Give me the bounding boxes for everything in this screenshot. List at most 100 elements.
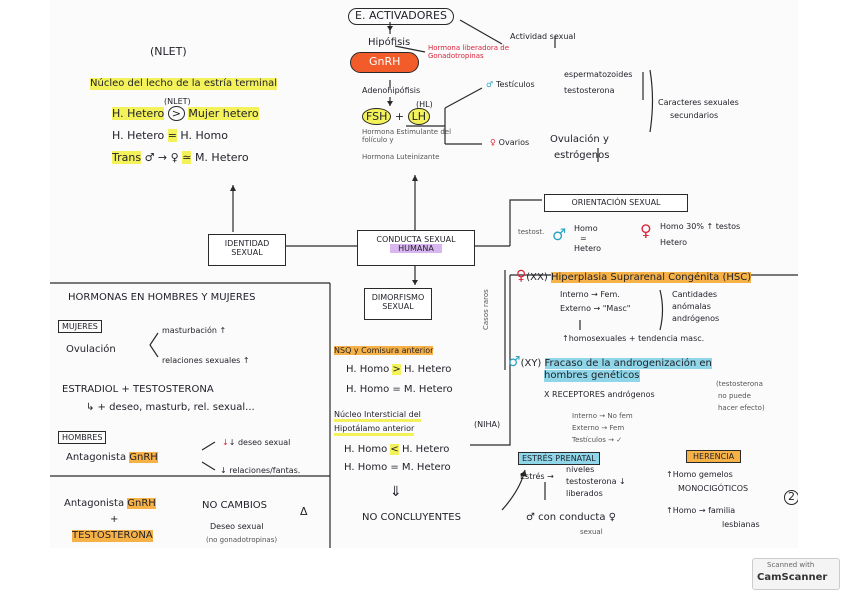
scanned-with: Scanned with (767, 561, 815, 569)
fsh-lh-row: FSH + LH (362, 108, 431, 125)
herencia-title: HERENCIA (686, 450, 742, 464)
mujeres-box: MUJERES (58, 320, 102, 334)
testosterona-1: testosterona (564, 86, 615, 95)
nucleo-intersticial: Núcleo Intersticial del (334, 410, 421, 423)
nucleo-lecho: Núcleo del lecho de la estría terminal (90, 78, 278, 90)
masturbacion: masturbación ↑ (162, 326, 227, 335)
delta: Δ (300, 505, 308, 518)
dimorf-line-1: H. Homo > H. Hetero (346, 364, 452, 375)
testiculos-label: ♂ Testículos (486, 80, 535, 89)
lh-abbr: (HL) (416, 100, 433, 109)
receptores: X RECEPTORES andrógenos (544, 390, 655, 399)
ovulacion-h: Ovulación (66, 344, 116, 355)
estradiol: ESTRADIOL + TESTOSTERONA (62, 384, 214, 395)
deseo-sexual-2: Deseo sexual (210, 522, 264, 531)
orientacion-homo: Homo (574, 224, 598, 233)
homosexuales: ↑homosexuales + tendencia masc. (562, 334, 705, 343)
estrogenos-label: estrógenos (554, 150, 610, 161)
lh-label: LH (407, 108, 431, 125)
herencia-4: lesbianas (722, 520, 760, 529)
no-cambios: NO CAMBIOS (202, 500, 268, 511)
notes-sheet: E. ACTIVADORES Hipófisis GnRH Hormona li… (50, 0, 798, 548)
caracteres-label: Caracteres sexuales (658, 98, 739, 107)
relaciones-fantas: ↓ relaciones/fantas. (220, 466, 301, 475)
fracaso-row: ♂(XY) Fracaso de la androgenización en (508, 354, 712, 370)
nlet-line-2: H. Hetero = H. Homo (112, 129, 228, 142)
dimorf-line-3: H. Homo < H. Hetero (344, 444, 450, 455)
actividad-sexual: Actividad sexual (510, 32, 576, 41)
camscanner-brand: CamScanner (757, 572, 828, 583)
niha: (NIHA) (474, 420, 501, 429)
hipofisis-label: Hipófisis (368, 37, 411, 48)
antagonista-2: Antagonista GnRH (64, 498, 156, 509)
casos-raros-label: Casos raros (482, 289, 490, 330)
page-number: 2 (784, 490, 798, 505)
niveles-3: liberados (566, 489, 603, 498)
testoster-note-3: hacer efecto) (718, 404, 765, 412)
dimorf-line-4: H. Homo = M. Hetero (344, 462, 451, 473)
interno-no-fem: Interno → No fem (572, 412, 633, 420)
espermatozoides: espermatozoides (564, 70, 633, 79)
hsc-row: ♀(XX) Hiperplasia Suprarenal Congénita (… (516, 268, 752, 284)
hipotalamo: Hipotálamo anterior (334, 424, 415, 437)
secundarios-label: secundarios (670, 111, 719, 120)
orientacion-fem-2: Hetero (660, 238, 688, 247)
nlet-line-3: Trans ♂ → ♀ ≃ M. Hetero (112, 151, 249, 164)
double-down-arrow-icon: ⇓ (390, 484, 402, 500)
herencia-1: ↑Homo gemelos (666, 470, 733, 479)
fracaso-2: hombres genéticos (544, 370, 640, 382)
nsq: NSQ y Comisura anterior (334, 346, 434, 356)
estres-prenatal: ESTRÉS PRENATAL (518, 452, 600, 466)
conducta-sexual-2: sexual (580, 528, 603, 536)
nlet-small: (NLET) (164, 97, 191, 106)
externo-fem: Externo → Fem (572, 424, 625, 432)
no-concluyentes: NO CONCLUYENTES (362, 512, 461, 523)
hombres-box: HOMBRES (58, 431, 107, 445)
male-symbol-icon: ♂ (552, 225, 567, 244)
orientacion-fem-1: Homo 30% ↑ testos (660, 222, 741, 231)
androgenos: andrógenos (672, 314, 720, 323)
camscanner-badge: Scanned with CamScanner (752, 558, 840, 590)
activadores-title: E. ACTIVADORES (348, 8, 454, 25)
orientacion-eq: = (580, 234, 587, 243)
testiculos-ok: Testículos → ✓ (572, 436, 623, 444)
herencia-2: MONOCIGÓTICOS (678, 484, 749, 493)
anomalas: anómalas (672, 302, 711, 311)
testoster-note-1: (testosterona (716, 380, 763, 388)
nlet-title: (NLET) (150, 45, 187, 58)
conducta-femenina: ♂ con conducta ♀ (526, 512, 616, 523)
dimorf-line-2: H. Homo = M. Hetero (346, 384, 453, 395)
adenohipofisis-label: Adenohipófisis (362, 86, 421, 95)
ovulacion-label: Ovulación y (550, 134, 609, 145)
plus: + (110, 514, 119, 525)
cantidades: Cantidades (672, 290, 718, 299)
testoster-note-2: no puede (718, 392, 751, 400)
externo-masc: Externo → "Masc" (560, 304, 631, 313)
lh-note: Hormona Luteinizante (362, 153, 440, 161)
herencia-3: ↑Homo → familia (666, 506, 736, 515)
female-symbol-icon: ♀ (640, 221, 652, 240)
estres-label: Estrés → (520, 472, 554, 481)
niveles-1: niveles (566, 465, 595, 474)
hormonas-title: HORMONAS EN HOMBRES Y MUJERES (68, 292, 256, 303)
orientacion-title: ORIENTACIÓN SEXUAL (544, 194, 688, 212)
ovarios-label: ♀ Ovarios (490, 138, 530, 147)
fsh-note: Hormona Estimulante del folículo y (362, 128, 452, 145)
testosterona-box: TESTOSTERONA (72, 530, 153, 542)
relaciones: relaciones sexuales ↑ (162, 356, 250, 365)
deseo-sexual: ↓↓ deseo sexual (222, 438, 291, 447)
no-gonadotropinas: (no gonadotropinas) (206, 536, 278, 544)
gnrh-note: Hormona liberadora de Gonadotropinas (428, 44, 510, 61)
gnrh-label: GnRH (350, 52, 420, 73)
fsh-label: FSH (362, 108, 392, 125)
nlet-line-1: H. Hetero > Mujer hetero (112, 106, 259, 121)
antagonista-1: Antagonista GnRH (66, 452, 158, 463)
orientacion-hetero: Hetero (574, 244, 602, 253)
interno-fem: Interno → Fem. (560, 290, 620, 299)
orientacion-testost: testost. (518, 228, 545, 236)
niveles-2: testosterona ↓ (566, 477, 626, 486)
estradiol-2: ↳ + deseo, masturb, rel. sexual... (86, 402, 255, 413)
